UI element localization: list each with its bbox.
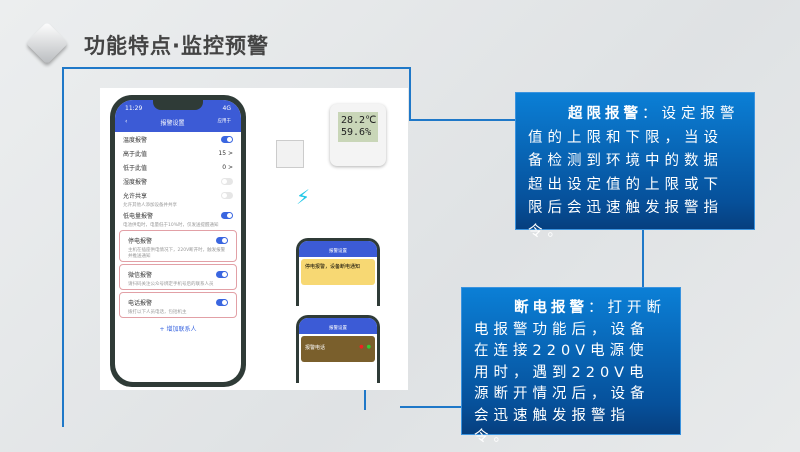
setting-label: 湿度报警 (123, 178, 148, 186)
toggle-switch[interactable] (216, 236, 228, 244)
screen-title: 报警设置 (160, 120, 185, 127)
box-heading: 断电报警 (514, 300, 588, 316)
toggle-switch[interactable] (216, 298, 228, 306)
setting-label: 低于此值 (123, 164, 148, 172)
setting-row: 电话报警拨打以下人员电话，包括机主 (119, 292, 237, 318)
mini-title: 报警设置 (299, 318, 377, 334)
chevron-left-icon[interactable]: ‹ (125, 118, 128, 125)
setting-row: 停电报警主机在插座供电情况下，220V断开时，触发报警并推送通知 (119, 230, 237, 262)
temperature-readout: 28.2℃ (341, 115, 377, 126)
toggle-switch[interactable] (221, 177, 233, 185)
overlimit-alarm-box: 超限报警：设定报警值的上限和下限，当设备检测到环境中的数据超出设定值的上限或下限… (515, 92, 755, 240)
add-contact-button[interactable]: + 增加联系人 (159, 326, 197, 333)
setting-label: 微信报警 (128, 271, 153, 279)
setting-label: 高于此值 (123, 150, 148, 158)
setting-row: 低于此值 0 > (115, 160, 241, 174)
connector-box1 (409, 119, 515, 121)
call-label: 报警电话 (305, 345, 326, 351)
power-failure-alarm-box: 断电报警：打开断电报警功能后，设备在连接220V电源使用时，遇到220V电源断开… (461, 287, 681, 445)
frame-top-line (62, 67, 411, 69)
setting-row: 微信报警请扫码关注公众号绑定手机号后的联系人员 (119, 264, 237, 290)
setting-row: 允许共享允许其他人添加设备并共享 (115, 188, 241, 208)
phone-mockup: 11:29 4G ‹ 报警设置 应用于 温度报警高于此值 15 > 低于此值 0 > 湿… (110, 95, 246, 387)
frame-right-line (409, 67, 411, 121)
box-text: ：设定报警值的上限和下限，当设备检测到环境中的数据超出设定值的上限或下限后会迅速… (528, 106, 740, 240)
frame-left-line (62, 67, 64, 427)
phone-notification-mockup: 报警设置 停电报警，设备断电通知 (296, 238, 380, 306)
setting-value[interactable]: 15 > (218, 149, 233, 157)
setting-description: 拨打以下人员电话，包括机主 (128, 310, 187, 315)
setting-row: 湿度报警 (115, 174, 241, 188)
time: 11:29 (125, 105, 143, 112)
toggle-switch[interactable] (216, 270, 228, 278)
phone-accept-icon: ● (366, 344, 371, 350)
humidity-readout: 59.6% (341, 127, 372, 138)
setting-description: 电池供电时，电量低于10%时，仅发送提醒通知 (123, 223, 219, 228)
box-text: ：打开断电报警功能后，设备在连接220V电源使用时，遇到220V电源断开情况后，… (474, 300, 666, 445)
signal: 4G (222, 105, 231, 112)
page-title: 功能特点·监控预警 (84, 34, 269, 58)
setting-label: 停电报警 (128, 237, 153, 245)
setting-label: 温度报警 (123, 136, 148, 144)
lightning-icon: ⚡ (296, 185, 311, 209)
apply-button[interactable]: 应用于 (217, 119, 231, 124)
mini-title: 报警设置 (299, 241, 377, 257)
setting-value[interactable]: 0 > (222, 163, 233, 171)
toggle-switch[interactable] (221, 211, 233, 219)
setting-row: 低电量报警电池供电时，电量低于10%时，仅发送提醒通知 (115, 208, 241, 228)
notification-banner: 停电报警，设备断电通知 (301, 259, 375, 285)
connector-box2 (400, 406, 462, 408)
connector-mini (364, 390, 366, 410)
phone-decline-icon: ● (359, 344, 364, 350)
setting-row: 高于此值 15 > (115, 146, 241, 160)
setting-description: 请扫码关注公众号绑定手机号后的联系人员 (128, 282, 214, 287)
setting-label: 电话报警 (128, 299, 153, 307)
setting-description: 主机在插座供电情况下，220V断开时，触发报警并推送通知 (128, 248, 226, 259)
toggle-switch[interactable] (221, 135, 233, 143)
phone-call-mockup: 报警设置 报警电话 ●● (296, 315, 380, 383)
box-heading: 超限报警 (568, 106, 642, 122)
setting-label: 低电量报警 (123, 212, 154, 220)
connector-boxes (642, 230, 644, 288)
setting-label: 允许共享 (123, 192, 148, 200)
call-banner: 报警电话 ●● (301, 336, 375, 362)
toggle-switch[interactable] (221, 191, 233, 199)
title-diamond-icon (25, 21, 69, 65)
setting-description: 允许其他人添加设备并共享 (123, 203, 177, 208)
setting-row: 温度报警 (115, 132, 241, 146)
power-socket (276, 140, 304, 168)
